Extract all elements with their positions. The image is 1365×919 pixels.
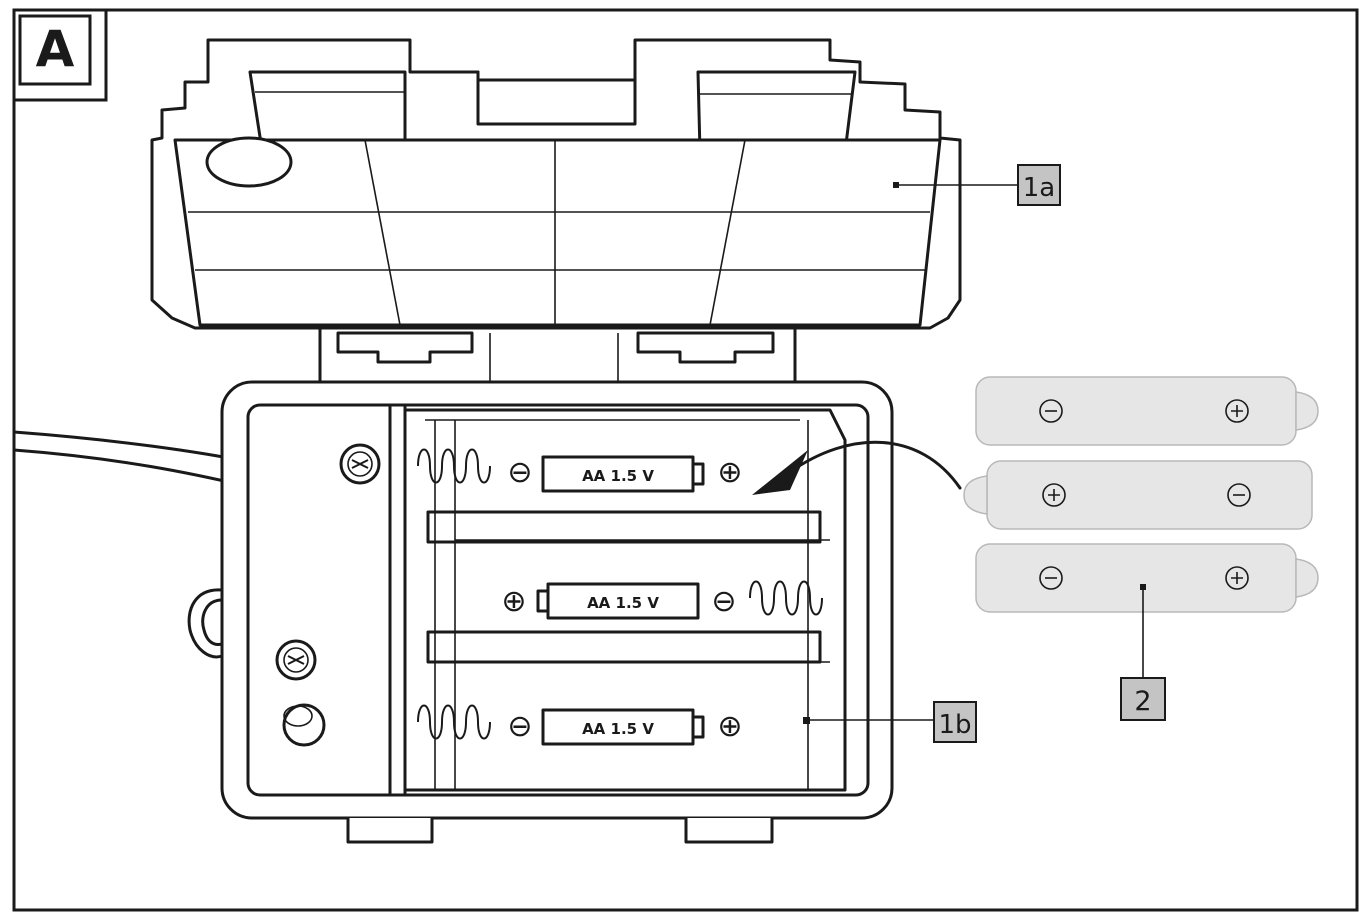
svg-text:⊕: ⊕ <box>717 455 742 490</box>
screw-top <box>339 443 381 485</box>
callout-compartment-label: 1b <box>938 710 971 740</box>
battery-marking-label: AA 1.5 V <box>587 594 659 612</box>
panel-label-text: A <box>36 20 75 78</box>
callout-batteries-label: 2 <box>1134 686 1151 717</box>
battery-2 <box>963 460 1313 530</box>
figure-frame <box>12 8 1359 912</box>
hinge <box>318 326 797 384</box>
battery-marking-label: AA 1.5 V <box>582 720 654 738</box>
battery-box-lid <box>150 38 962 330</box>
battery-3 <box>975 543 1319 613</box>
svg-text:⊖: ⊖ <box>507 709 532 744</box>
on-off-button <box>282 703 326 747</box>
polarity-marking-slot-1: ⊖ AA 1.5 V ⊕ <box>507 455 743 493</box>
callout-compartment: 1b <box>803 701 977 743</box>
screw-bottom <box>275 639 317 681</box>
spring-slot-3 <box>417 704 491 740</box>
svg-text:⊕: ⊕ <box>717 709 742 744</box>
callout-lid: 1a <box>893 164 1061 206</box>
svg-text:⊖: ⊖ <box>711 584 736 619</box>
callout-lid-label: 1a <box>1023 173 1055 203</box>
cable <box>12 430 252 488</box>
svg-text:⊖: ⊖ <box>507 455 532 490</box>
spring-slot-2 <box>749 580 823 616</box>
polarity-marking-slot-3: ⊖ AA 1.5 V ⊕ <box>507 708 743 746</box>
insertion-arrow <box>752 440 962 495</box>
battery-1 <box>975 376 1319 446</box>
polarity-marking-slot-2: ⊕ AA 1.5 V ⊖ <box>501 582 737 620</box>
battery-marking-label: AA 1.5 V <box>582 467 654 485</box>
spring-slot-1 <box>417 448 491 484</box>
svg-text:⊕: ⊕ <box>501 584 526 619</box>
panel-label: A <box>12 8 108 102</box>
callout-batteries: 2 <box>1120 584 1166 721</box>
